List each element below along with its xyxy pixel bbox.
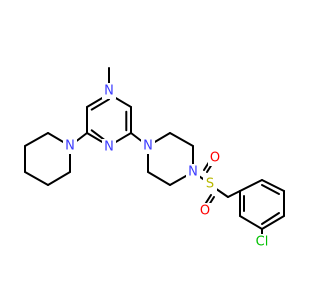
atom-n-pyrimidine-bottom: N xyxy=(104,140,114,155)
atom-oxygen-top: O xyxy=(210,151,220,166)
atom-chlorine: Cl xyxy=(256,235,269,250)
atom-sulfur: S xyxy=(206,177,214,192)
atom-n-piperazine-left: N xyxy=(143,139,153,154)
atom-n-pyrimidine-top: N xyxy=(104,84,114,99)
atom-labels: N N N N N S O O Cl xyxy=(63,83,272,250)
atom-n-piperidine: N xyxy=(65,139,75,154)
atom-n-piperazine-right: N xyxy=(188,165,198,180)
molecule-structure-diagram: N N N N N S O O Cl xyxy=(24,67,285,250)
atom-oxygen-bottom: O xyxy=(200,204,210,219)
